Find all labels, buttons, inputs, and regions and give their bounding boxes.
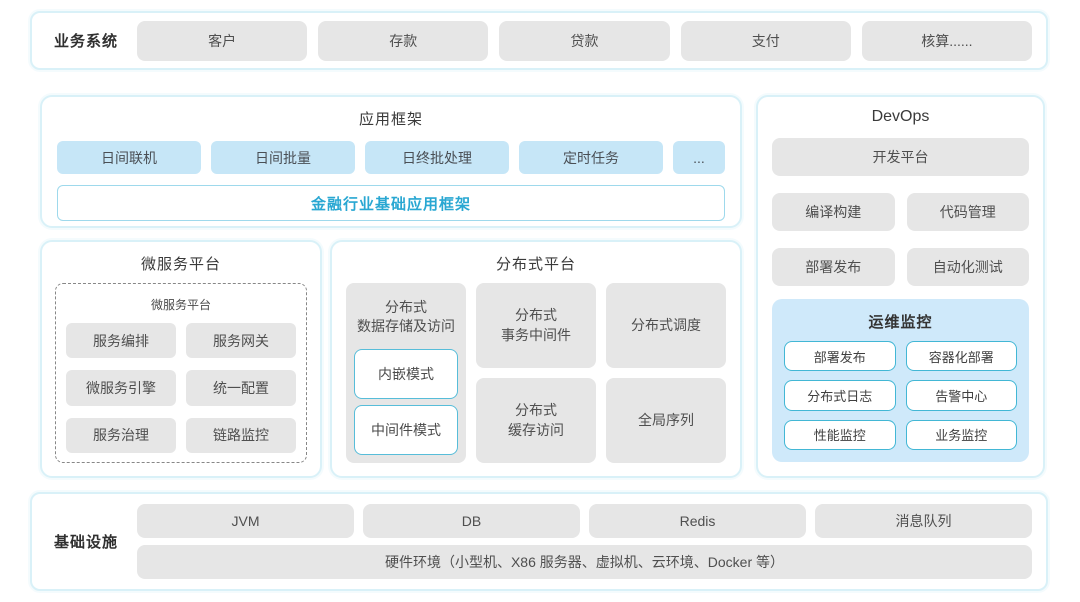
biz-item-deposit: 存款: [318, 20, 489, 61]
business-systems-label: 业务系统: [53, 33, 118, 50]
micro-item-service-orchestration: 服务编排: [66, 323, 176, 359]
dev-platform: 开发平台: [772, 138, 1029, 176]
distributed-platform-section: 分布式平台 分布式 数据存储及访问 内嵌模式 中间件模式 分布式 事务中间件 分…: [330, 240, 742, 478]
monitor-deploy-release: 部署发布: [784, 341, 896, 372]
business-systems-band: 业务系统 客户 存款 贷款 支付 核算......: [30, 11, 1048, 70]
app-framework-section: 应用框架 日间联机 日间批量 日终批处理 定时任务 ... 金融行业基础应用框架: [40, 95, 742, 228]
appfw-item-day-online: 日间联机: [57, 141, 201, 174]
monitor-alert-center: 告警中心: [905, 380, 1017, 411]
microservice-inner-title: 微服务平台: [150, 298, 211, 312]
infrastructure-row: JVM DB Redis 消息队列: [137, 504, 1032, 538]
middleware-mode: 中间件模式: [354, 405, 458, 455]
ops-monitoring-grid: 部署发布 容器化部署 分布式日志 告警中心 性能监控 业务监控: [784, 341, 1017, 450]
appfw-item-scheduled-task: 定时任务: [519, 141, 663, 174]
monitor-distributed-log: 分布式日志: [784, 380, 896, 411]
appfw-item-eod-batch: 日终批处理: [365, 141, 509, 174]
microservice-platform-title: 微服务平台: [140, 256, 221, 273]
micro-item-trace-monitor: 链路监控: [186, 417, 296, 453]
micro-item-service-governance: 服务治理: [66, 417, 176, 453]
monitor-containerized-deploy: 容器化部署: [905, 341, 1017, 372]
hardware-environment: 硬件环境（小型机、X86 服务器、虚拟机、云环境、Docker 等）: [137, 545, 1032, 579]
embedded-mode: 内嵌模式: [354, 349, 458, 399]
finance-base-framework: 金融行业基础应用框架: [57, 185, 725, 221]
monitor-business: 业务监控: [905, 419, 1017, 450]
biz-item-accounting: 核算......: [861, 20, 1033, 61]
micro-item-microservice-engine: 微服务引擎: [66, 370, 176, 406]
devops-row-1: 编译构建 代码管理: [772, 193, 1029, 231]
compile-build: 编译构建: [772, 193, 895, 231]
infra-item-redis: Redis: [589, 504, 806, 538]
deploy-release: 部署发布: [772, 248, 895, 286]
micro-item-unified-config: 统一配置: [186, 370, 296, 406]
appfw-item-day-batch: 日间批量: [211, 141, 355, 174]
infra-item-jvm: JVM: [137, 504, 354, 538]
biz-item-customer: 客户: [137, 20, 308, 61]
distributed-scheduler: 分布式调度: [606, 283, 726, 368]
distributed-grid: 分布式 数据存储及访问 内嵌模式 中间件模式 分布式 事务中间件 分布式调度 分…: [346, 283, 726, 463]
biz-item-loan: 贷款: [499, 20, 670, 61]
distributed-platform-title: 分布式平台: [495, 256, 576, 273]
distributed-cache: 分布式 缓存访问: [476, 378, 596, 463]
global-sequence: 全局序列: [606, 378, 726, 463]
ops-monitoring-title: 运维监控: [868, 314, 933, 331]
microservice-inner-box: 微服务平台 服务编排 服务网关 微服务引擎 统一配置 服务治理 链路监控: [55, 283, 307, 463]
infrastructure-band: 基础设施 JVM DB Redis 消息队列 硬件环境（小型机、X86 服务器、…: [30, 492, 1048, 591]
infrastructure-content: JVM DB Redis 消息队列 硬件环境（小型机、X86 服务器、虚拟机、云…: [137, 504, 1032, 579]
distributed-storage-label: 分布式 数据存储及访问: [357, 299, 455, 334]
microservice-platform-section: 微服务平台 微服务平台 服务编排 服务网关 微服务引擎 统一配置 服务治理 链路…: [40, 240, 322, 478]
micro-item-service-gateway: 服务网关: [186, 323, 296, 359]
app-framework-row: 日间联机 日间批量 日终批处理 定时任务 ...: [57, 141, 725, 174]
app-framework-title: 应用框架: [358, 111, 423, 128]
biz-item-payment: 支付: [680, 20, 851, 61]
infra-item-db: DB: [363, 504, 580, 538]
monitor-performance: 性能监控: [784, 419, 896, 450]
infra-item-message-queue: 消息队列: [815, 504, 1032, 538]
microservice-grid: 服务编排 服务网关 微服务引擎 统一配置 服务治理 链路监控: [66, 323, 296, 453]
infrastructure-label: 基础设施: [53, 534, 118, 551]
automated-testing: 自动化测试: [906, 248, 1029, 286]
devops-title: DevOps: [871, 108, 930, 125]
devops-row-2: 部署发布 自动化测试: [772, 248, 1029, 286]
code-management: 代码管理: [906, 193, 1029, 231]
devops-section: DevOps 开发平台 编译构建 代码管理 部署发布 自动化测试 运维监控 部署…: [756, 95, 1045, 478]
distributed-storage-box: 分布式 数据存储及访问 内嵌模式 中间件模式: [346, 283, 466, 463]
distributed-transaction: 分布式 事务中间件: [476, 283, 596, 368]
ops-monitoring-box: 运维监控 部署发布 容器化部署 分布式日志 告警中心 性能监控 业务监控: [772, 299, 1029, 462]
appfw-item-more: ...: [673, 141, 725, 174]
